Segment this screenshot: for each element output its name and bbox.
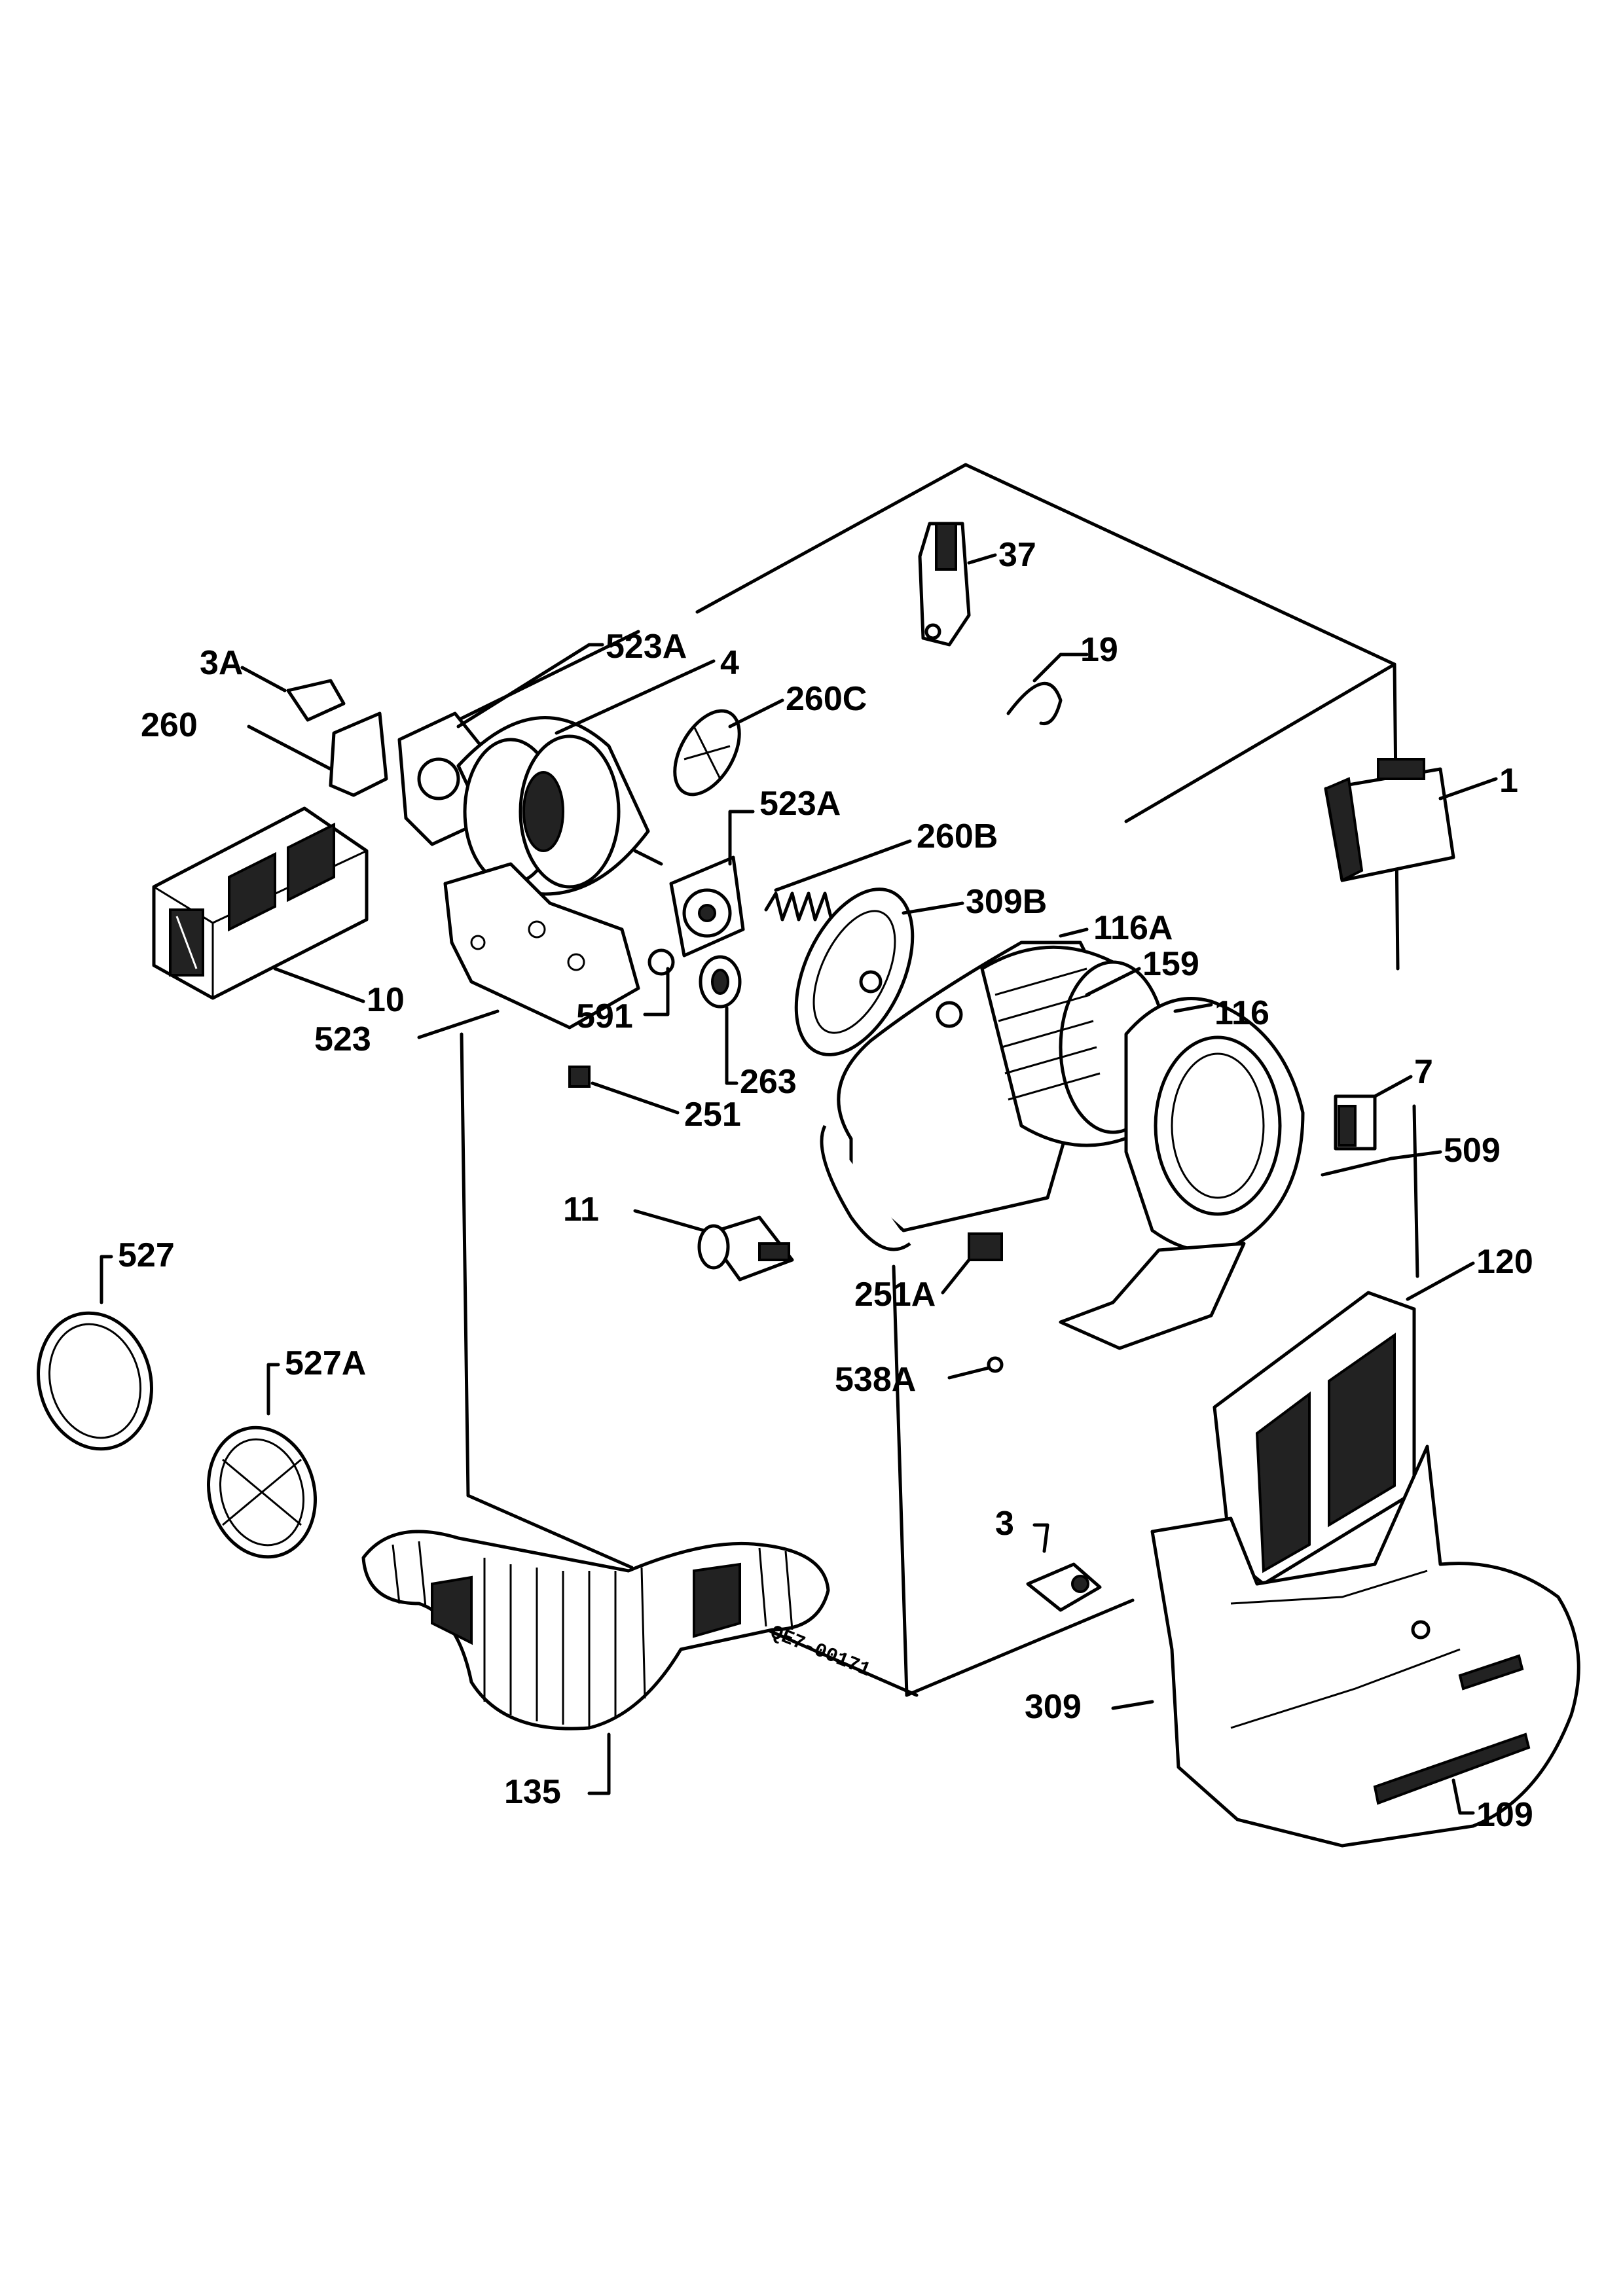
label-263: 263 bbox=[740, 1063, 797, 1101]
part-11-capacitor bbox=[633, 1209, 794, 1282]
part-527-ring bbox=[37, 1255, 153, 1451]
label-251: 251 bbox=[684, 1096, 741, 1134]
label-10: 10 bbox=[367, 981, 405, 1019]
label-116a: 116A bbox=[1093, 909, 1173, 947]
label-4: 4 bbox=[720, 644, 739, 682]
label-251a: 251A bbox=[854, 1276, 936, 1314]
part-523a-bearing-bracket bbox=[669, 810, 755, 958]
label-527a: 527A bbox=[285, 1344, 366, 1382]
filter-mesh-icon bbox=[1255, 1333, 1396, 1573]
part-251-nut bbox=[568, 1066, 680, 1115]
part-116-fan-cover bbox=[1059, 997, 1305, 1350]
part-509-pin bbox=[1321, 1150, 1442, 1177]
label-260c: 260C bbox=[786, 680, 867, 718]
drawing-code: QE7-00171 bbox=[767, 1622, 873, 1682]
part-260c-pulley bbox=[673, 698, 784, 797]
part-3-thermostat bbox=[1026, 1523, 1102, 1612]
part-135-hose bbox=[361, 1530, 830, 1795]
label-591: 591 bbox=[576, 997, 633, 1035]
label-523a-mid: 523A bbox=[759, 785, 841, 823]
label-538a: 538A bbox=[835, 1361, 916, 1399]
label-120: 120 bbox=[1476, 1243, 1533, 1281]
label-159: 159 bbox=[1142, 945, 1199, 983]
part-263-bearing bbox=[699, 955, 742, 1085]
label-7: 7 bbox=[1414, 1053, 1433, 1091]
label-3a: 3A bbox=[200, 644, 243, 682]
label-116: 116 bbox=[1214, 994, 1269, 1032]
part-37-door-interlock bbox=[918, 522, 997, 647]
part-120-filter bbox=[1213, 1261, 1475, 1586]
part-591-washer bbox=[643, 948, 675, 1016]
label-11: 11 bbox=[563, 1191, 599, 1229]
label-135: 135 bbox=[504, 1773, 561, 1811]
fan-blades-icon bbox=[994, 967, 1101, 1101]
part-4-motor bbox=[397, 711, 663, 896]
heater-grid-icon bbox=[169, 908, 204, 977]
part-7-switch bbox=[1334, 1075, 1413, 1151]
part-523a-leader-top bbox=[456, 643, 716, 735]
label-260: 260 bbox=[141, 706, 198, 744]
label-37: 37 bbox=[998, 536, 1036, 574]
part-1-switch-block bbox=[1324, 758, 1498, 882]
part-159-fan-wheel bbox=[980, 945, 1167, 1147]
part-10-heater-box bbox=[152, 806, 369, 1003]
part-19-clip bbox=[1006, 653, 1089, 726]
part-538a-screw bbox=[947, 1356, 1004, 1380]
part-260b-spring bbox=[764, 839, 912, 922]
label-309: 309 bbox=[1025, 1688, 1082, 1726]
label-3: 3 bbox=[995, 1505, 1014, 1543]
part-labels: 37 19 523A 4 3A 260 260C 1 523A 260B 309… bbox=[118, 536, 1533, 1834]
part-3a-260-thermostat-bracket bbox=[240, 666, 388, 797]
part-251a-clip bbox=[941, 1232, 1003, 1295]
part-309b-disc bbox=[794, 888, 964, 1056]
label-1: 1 bbox=[1499, 762, 1518, 800]
label-523: 523 bbox=[314, 1020, 371, 1058]
hose-ribs-icon bbox=[392, 1541, 793, 1727]
label-109: 109 bbox=[1476, 1796, 1533, 1834]
part-109-309-duct bbox=[1111, 1444, 1580, 1848]
label-523a-top: 523A bbox=[606, 628, 687, 666]
label-19: 19 bbox=[1080, 631, 1118, 669]
part-523-motor-bracket bbox=[417, 862, 640, 1039]
label-260b: 260B bbox=[917, 817, 998, 855]
label-309b: 309B bbox=[966, 883, 1047, 921]
label-509: 509 bbox=[1444, 1132, 1501, 1170]
label-527: 527 bbox=[118, 1236, 175, 1274]
part-527a-ring bbox=[207, 1363, 317, 1559]
